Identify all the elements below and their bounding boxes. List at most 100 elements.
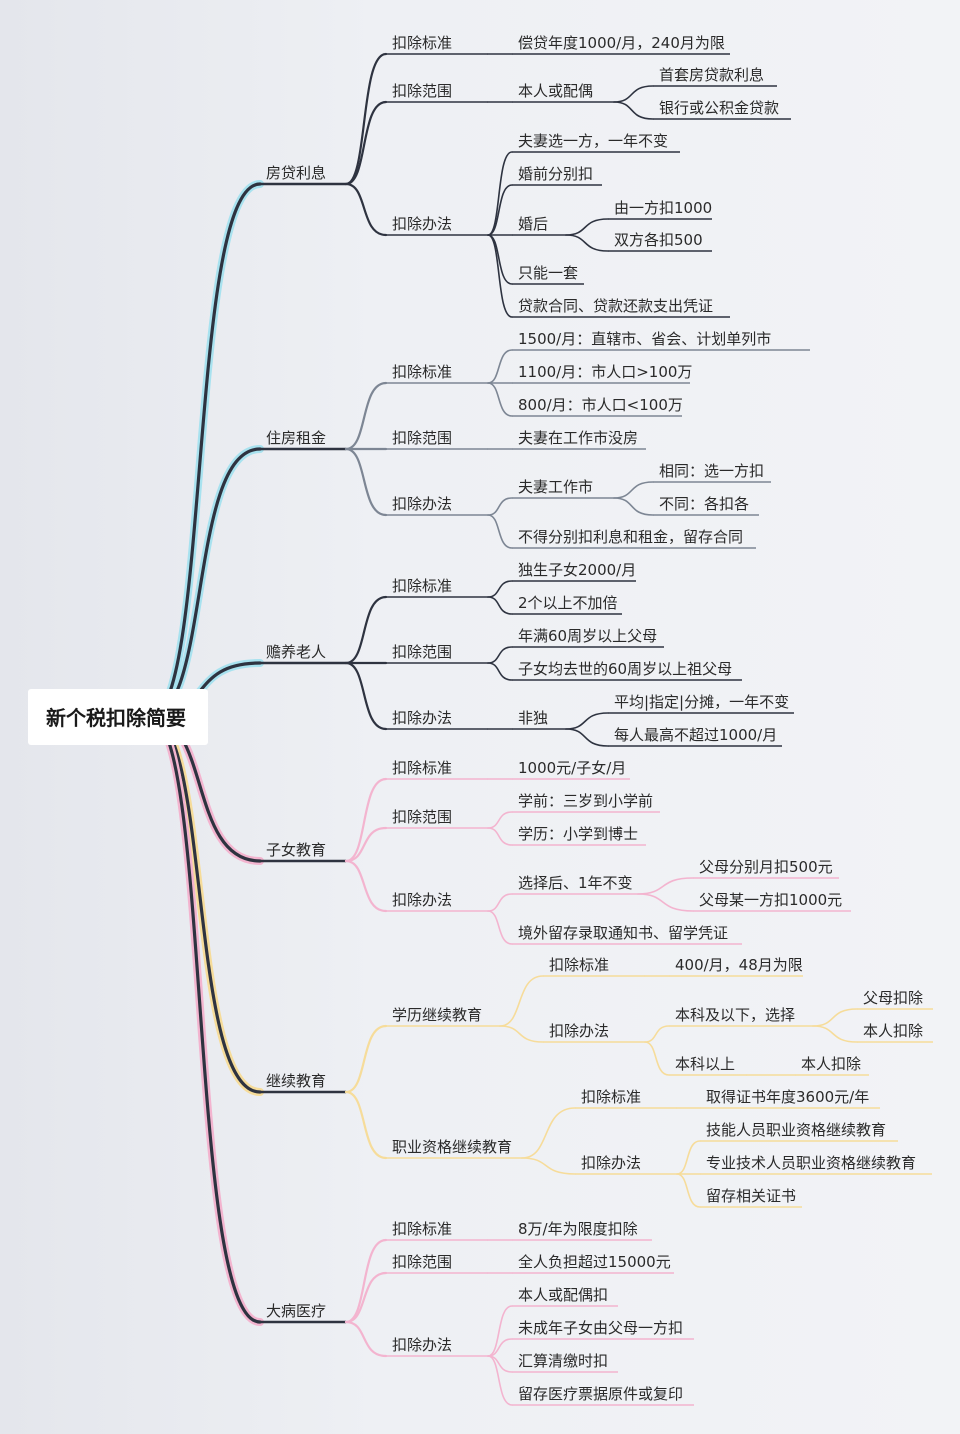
node-label-n3_3_1: 非独 (518, 709, 548, 727)
edge-n4_2 (344, 826, 388, 863)
node-label-n1_3_3_1: 由一方扣1000 (614, 199, 712, 217)
node-label-n2_3_1_1: 相同：选一方扣 (659, 462, 764, 480)
edge-n2_1 (344, 381, 388, 451)
mindmap-edges (146, 52, 933, 1406)
edge-n1_3_4 (487, 234, 513, 285)
root-node-box (28, 689, 208, 745)
node-label-n3_1_2: 2个以上不加倍 (518, 594, 618, 612)
node-label-n3_2: 扣除范围 (392, 643, 452, 661)
edge-n2 (148, 447, 262, 719)
edge-n3_1_2 (487, 596, 513, 615)
node-label-n6_2: 扣除范围 (392, 1253, 452, 1271)
node-label-n5_2_1: 扣除标准 (581, 1088, 641, 1106)
edge-n1_3_3_1 (565, 218, 609, 236)
edge-n4_3_1 (487, 893, 513, 912)
node-label-n3_2_2: 子女均去世的60周岁以上祖父母 (518, 660, 732, 678)
node-label-n5_1_2_1_2: 本人扣除 (863, 1022, 923, 1040)
edge-n5_2_2 (521, 1157, 576, 1175)
node-label-n2_1: 扣除标准 (392, 363, 452, 381)
edge-n5_2_1 (521, 1107, 576, 1159)
node-label-n3_3_1_2: 每人最高不超过1000/月 (614, 726, 777, 744)
node-label-n4_3: 扣除办法 (392, 891, 452, 909)
node-label-n6: 大病医疗 (266, 1302, 326, 1320)
node-label-n3: 赡养老人 (266, 643, 326, 661)
node-label-n5_2_2_3: 留存相关证书 (706, 1187, 796, 1205)
node-label-n5_2_2_1: 技能人员职业资格继续教育 (706, 1121, 886, 1139)
node-label-n6_3_1: 本人或配偶扣 (518, 1286, 608, 1304)
node-label-n5_2_1_1: 取得证书年度3600元/年 (706, 1088, 869, 1106)
node-label-n2_3_1_2: 不同：各扣各 (659, 495, 749, 513)
node-label-n5_2: 职业资格继续教育 (392, 1138, 512, 1156)
edge-n1_3 (344, 182, 388, 237)
edge-n5_1 (344, 1024, 388, 1094)
edge-n1_3_2 (487, 184, 513, 236)
node-label-n5_1_1: 扣除标准 (549, 956, 609, 974)
edge-n1_1 (344, 52, 388, 186)
node-label-n3_1_1: 独生子女2000/月 (518, 561, 636, 579)
edge-n1_3_1 (487, 151, 513, 236)
node-label-n6_3_2: 未成年子女由父母一方扣 (518, 1319, 683, 1337)
node-label-n1_2_1: 本人或配偶 (518, 82, 593, 100)
edge-n6 (148, 715, 262, 1324)
edge-n3_3_1_1 (565, 712, 609, 730)
node-label-n4_3_2: 境外留存录取通知书、留学凭证 (518, 924, 728, 942)
node-label-n6_3_3: 汇算清缴时扣 (518, 1352, 608, 1370)
node-label-n1_3_4: 只能一套 (518, 264, 578, 282)
edge-n5_1_2_1 (644, 1025, 670, 1043)
node-label-n6_3_4: 留存医疗票据原件或复印 (518, 1385, 683, 1403)
node-label-n2_2: 扣除范围 (392, 429, 452, 447)
edge-n3_2_2 (487, 662, 513, 681)
edge-n1_2_1_1 (613, 85, 654, 103)
edge-n5_1_2_2 (644, 1041, 670, 1076)
node-label-n5_2_2: 扣除办法 (581, 1154, 641, 1172)
node-label-n2: 住房租金 (266, 429, 326, 447)
node-label-n1: 房贷利息 (266, 164, 326, 182)
edge-n1_2_1_2 (613, 101, 654, 120)
node-label-n4_1_1: 1000元/子女/月 (518, 759, 626, 777)
edge-n5_2_2_1 (676, 1140, 701, 1175)
node-label-n4_3_1_2: 父母某一方扣1000元 (699, 891, 842, 909)
node-label-n6_3: 扣除办法 (392, 1336, 452, 1354)
node-label-n1_3_3_2: 双方各扣500 (614, 231, 703, 249)
node-label-n5_1: 学历继续教育 (392, 1006, 482, 1024)
node-label-n5_2_2_2: 专业技术人员职业资格继续教育 (706, 1154, 916, 1172)
edge-n5_1_2_1_1 (812, 1008, 858, 1027)
node-label-n2_3_1: 夫妻工作市 (518, 478, 593, 496)
edge-n1_3_3_2 (565, 234, 609, 252)
node-label-n1_2_1_1: 首套房贷款利息 (659, 66, 764, 84)
node-label-n6_2_1: 全人负担超过15000元 (518, 1253, 671, 1271)
edge-n3_2_1 (487, 646, 513, 664)
node-label-n1_1_1: 偿贷年度1000/月，240月为限 (518, 34, 725, 52)
node-label-n4_2_1: 学前：三岁到小学前 (518, 792, 653, 810)
node-label-n5_1_2_1: 本科及以下，选择 (675, 1006, 795, 1024)
node-label-n4_2: 扣除范围 (392, 808, 452, 826)
edge-n5_1_2_1_2 (812, 1025, 858, 1043)
node-label-n4_2_2: 学历：小学到博士 (518, 825, 638, 843)
edge-n2_3_2 (487, 514, 513, 549)
node-label-n2_1_1: 1500/月：直辖市、省会、计划单列市 (518, 330, 771, 348)
edge-n6_3_4 (487, 1355, 513, 1406)
node-label-n2_3: 扣除办法 (392, 495, 452, 513)
node-label-n3_3_1_1: 平均|指定|分摊，一年不变 (614, 693, 789, 711)
edge-n6_3 (344, 1320, 388, 1358)
node-label-n3_1: 扣除标准 (392, 577, 452, 595)
edge-n1_2 (344, 100, 388, 186)
node-label-n5_1_2_2: 本科以上 (675, 1055, 735, 1073)
node-label-n4_1: 扣除标准 (392, 759, 452, 777)
edge-n4_3_1_1 (637, 877, 694, 895)
node-label-n2_3_2: 不得分别扣利息和租金，留存合同 (518, 528, 743, 546)
edge-n2_1_3 (487, 382, 513, 417)
node-label-n1_3_5: 贷款合同、贷款还款支出凭证 (518, 297, 713, 315)
node-label-n5_1_2_2_1: 本人扣除 (801, 1055, 861, 1073)
edge-n3_3_1_2 (565, 728, 609, 747)
edge-n2_3_1 (487, 497, 513, 516)
node-label-n1_1: 扣除标准 (392, 34, 452, 52)
edge-n1 (148, 182, 262, 719)
node-label-n5: 继续教育 (266, 1072, 326, 1090)
edge-n4_3_2 (487, 910, 513, 945)
edge-n5_1_2 (499, 1025, 544, 1043)
node-label-n4: 子女教育 (266, 841, 326, 859)
edge-n4_1 (344, 777, 388, 863)
edge-n6_1 (344, 1238, 388, 1324)
node-label-n6_1: 扣除标准 (392, 1220, 452, 1238)
